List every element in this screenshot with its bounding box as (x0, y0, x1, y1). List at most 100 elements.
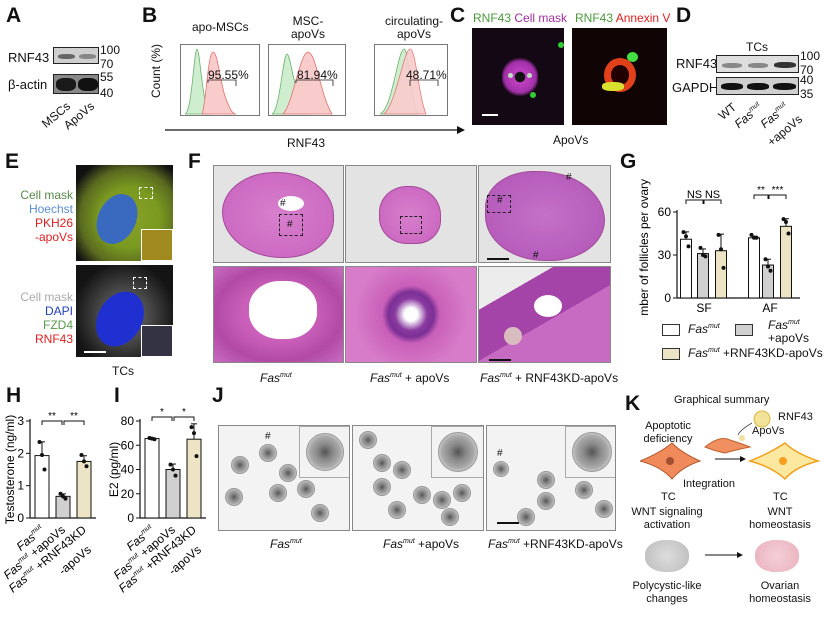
panel-label-i: I (114, 384, 120, 407)
cyst-marker: # (566, 172, 572, 183)
legend-swatch (735, 324, 753, 336)
mw-marker: 40 (800, 73, 814, 87)
image-cellmask-pkh26 (76, 165, 173, 261)
text-apoptotic: Apoptotic (645, 420, 691, 432)
blot-row-label-rnf43: RNF43 (676, 56, 718, 71)
data-point (152, 437, 157, 442)
scale-bar (482, 114, 498, 116)
mw-marker: 40 (100, 86, 114, 100)
channel-label: Cell mask (20, 188, 73, 202)
cyst-marker: # (287, 219, 293, 230)
significance-bracket (41, 420, 63, 425)
y-tick-label: 2 (17, 446, 24, 460)
bar (76, 460, 92, 519)
bar (165, 469, 181, 519)
panel-label-b: B (142, 4, 158, 27)
bar (55, 495, 71, 519)
text-tc-left: TC (661, 491, 676, 503)
data-point (42, 467, 47, 472)
oocyte-image-fasmut: # (218, 425, 350, 531)
summary-cells-illustration (640, 410, 821, 481)
histogram-title: apoVs (396, 27, 432, 41)
text-integration: Integration (683, 478, 735, 490)
data-point (786, 231, 791, 236)
text-tc-right: TC (773, 491, 788, 503)
histogram-title: apo-MSCs (192, 20, 249, 34)
group-label: Fasmut +RNF43KD-apoVs (488, 537, 623, 551)
mw-marker: 55 (100, 70, 114, 84)
legend-bottom: Cell mask DAPI FZD4 RNF43 (18, 290, 73, 346)
y-tick-label: 3 (17, 414, 24, 428)
text-rnf43: RNF43 (778, 411, 813, 423)
data-point (716, 232, 721, 237)
percent-positive: 95.55% (208, 68, 249, 82)
text-polycystic: Polycystic-like (632, 580, 702, 592)
significance-label: NS (705, 189, 720, 201)
y-axis-label: Count (%) (149, 43, 163, 98)
blot-row-label-actin: β-actin (8, 77, 48, 92)
ovary-healthy-icon (755, 540, 799, 572)
text-apovs: ApoVs (752, 425, 785, 437)
bar (186, 438, 202, 519)
data-point (719, 247, 723, 252)
y-axis-label: Testosterone (ng/ml) (3, 415, 17, 524)
mw-marker: 100 (800, 49, 821, 63)
text-ovarian: Ovarian (760, 580, 800, 592)
legend-swatch (662, 324, 680, 336)
x-axis-arrow (165, 126, 465, 134)
significance-bracket (151, 416, 173, 421)
y-tick-label: 20 (121, 487, 135, 501)
data-point (192, 431, 196, 436)
y-tick-label: 40 (121, 463, 135, 477)
channel-legend: RNF43 Annexin V (575, 11, 670, 25)
bar (715, 250, 727, 299)
ovary-section-rnf43kd: # # # (478, 165, 611, 263)
significance-bracket (703, 199, 722, 204)
bar (34, 455, 50, 519)
channel-label: DAPI (44, 304, 73, 318)
channel-label: Cell mask (20, 290, 73, 304)
data-point (681, 230, 686, 235)
data-point (37, 440, 42, 445)
histogram-title: apoVs (290, 27, 326, 41)
x-category-label: SF (696, 301, 711, 315)
y-tick-label: 0 (127, 511, 134, 525)
data-point (749, 232, 754, 237)
data-point (189, 425, 194, 430)
percent-positive: 48.71% (406, 68, 447, 82)
significance-label: ** (70, 411, 78, 422)
significance-label: NS (687, 189, 702, 201)
channel-label: RNF43 (34, 332, 73, 346)
legend-label: Fasmut (768, 318, 800, 332)
y-tick-label: 30 (658, 248, 672, 262)
significance-bracket (753, 194, 769, 199)
data-point (721, 265, 726, 270)
panel-label-d: D (676, 4, 692, 27)
histogram-circulating-apovs (374, 44, 448, 116)
bar (748, 237, 760, 299)
y-tick-label: 0 (664, 291, 671, 305)
data-point (754, 235, 759, 240)
zoom-section-rnf43kd (478, 266, 611, 363)
data-point (768, 268, 773, 273)
bar (680, 238, 692, 299)
summary-title: Graphical summary (674, 394, 770, 406)
data-point (171, 467, 175, 472)
significance-label: * (182, 407, 186, 418)
blot-row-label-rnf43: RNF43 (8, 50, 50, 65)
data-point (784, 220, 788, 225)
panel-label-k: K (625, 392, 641, 415)
y-tick-label: 80 (121, 414, 135, 428)
mw-marker: 35 (800, 87, 814, 101)
blot-actin (53, 74, 99, 94)
group-label: Fasmut (270, 537, 302, 551)
image-rnf43-cellmask (472, 28, 564, 125)
data-point (82, 459, 86, 464)
text-wnt-right: homeostasis (749, 519, 811, 531)
channel-label: RNF43 (473, 11, 512, 25)
group-label: Fasmut (260, 371, 292, 385)
data-point (698, 245, 703, 250)
bar (697, 253, 709, 299)
blot-rnf43 (53, 47, 99, 64)
histogram-title: MSC- (292, 14, 324, 28)
